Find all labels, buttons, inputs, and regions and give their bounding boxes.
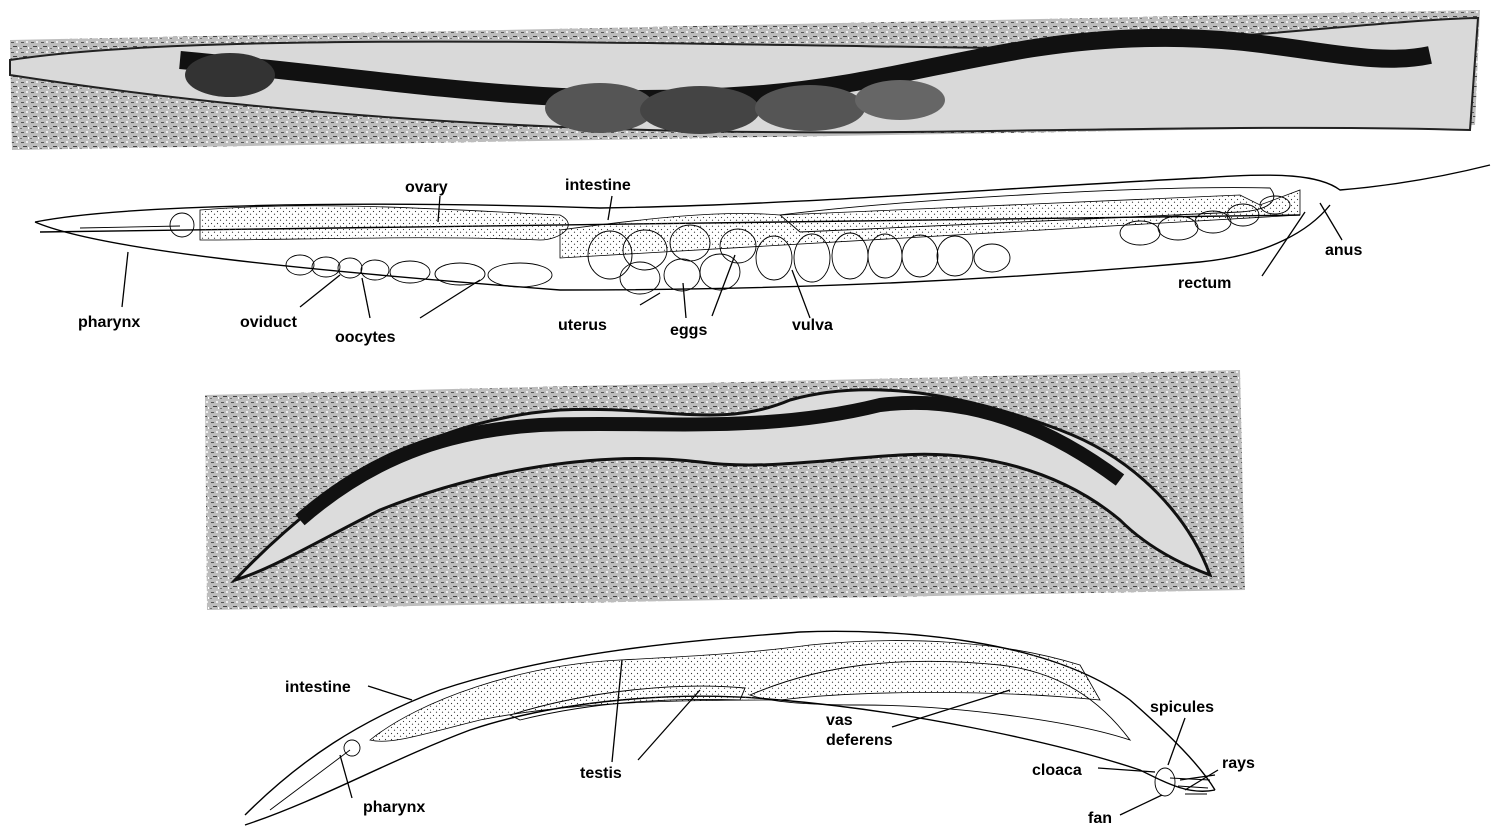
label-intestine-herm: intestine	[565, 177, 631, 194]
label-anus: anus	[1325, 242, 1362, 259]
label-eggs: eggs	[670, 322, 707, 339]
label-testis: testis	[580, 765, 622, 782]
label-vulva: vulva	[792, 317, 833, 334]
oocyte-row	[286, 255, 552, 287]
label-fan: fan	[1088, 810, 1112, 827]
label-uterus: uterus	[558, 317, 607, 334]
label-spicules: spicules	[1150, 699, 1214, 716]
label-intestine-male: intestine	[285, 679, 351, 696]
label-vas: vas	[826, 712, 853, 729]
hermaphrodite-micrograph	[10, 10, 1480, 150]
male-micrograph	[205, 370, 1245, 610]
label-rectum: rectum	[1178, 275, 1231, 292]
label-oocytes: oocytes	[335, 329, 396, 346]
label-ovary: ovary	[405, 179, 448, 196]
label-pharynx-male: pharynx	[363, 799, 425, 816]
label-oviduct: oviduct	[240, 314, 298, 331]
label-deferens: deferens	[826, 732, 893, 749]
label-rays: rays	[1222, 755, 1255, 772]
hermaphrodite-diagram	[35, 165, 1490, 318]
male-diagram	[245, 631, 1218, 825]
label-cloaca: cloaca	[1032, 762, 1082, 779]
label-pharynx-herm: pharynx	[78, 314, 140, 331]
